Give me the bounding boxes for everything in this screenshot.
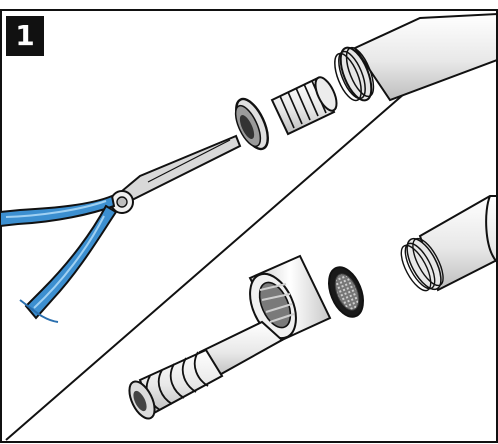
screen-washer — [328, 266, 364, 318]
hose-connector — [128, 254, 332, 420]
threaded-insert — [234, 76, 338, 151]
step-number-badge: 1 — [6, 16, 44, 56]
faucet-spout-upper — [334, 12, 498, 102]
faucet-spout-lower — [400, 195, 498, 292]
pliers — [0, 134, 242, 323]
